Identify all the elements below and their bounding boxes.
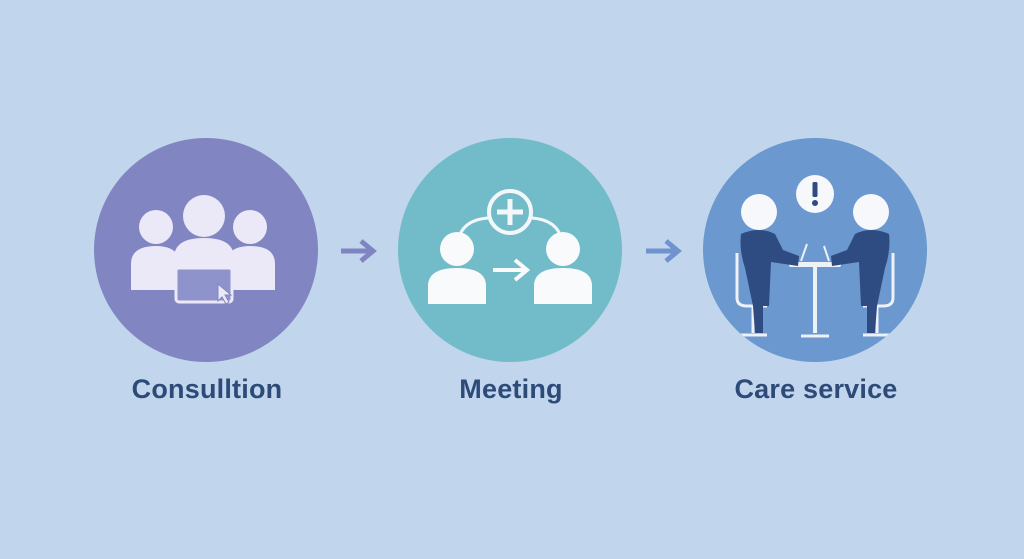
step-label-care-service: Care service bbox=[734, 374, 898, 404]
arrow-right-icon bbox=[341, 239, 377, 263]
two-people-at-table-with-alert-icon bbox=[735, 175, 895, 338]
consultation-circle bbox=[94, 138, 318, 362]
meeting-circle bbox=[398, 138, 622, 362]
arrow-right-icon bbox=[646, 239, 682, 263]
people-exchange-with-plus-icon bbox=[428, 189, 592, 304]
step-label-meeting: Meeting bbox=[459, 374, 563, 404]
care-service-circle bbox=[703, 138, 927, 362]
step-meeting: Meeting bbox=[398, 138, 624, 404]
step-label-consultation: Consulltion bbox=[131, 374, 283, 404]
step-care-service: Care service bbox=[703, 138, 929, 404]
group-with-tablet-icon bbox=[131, 195, 275, 305]
step-consultation: Consulltion bbox=[94, 138, 320, 404]
